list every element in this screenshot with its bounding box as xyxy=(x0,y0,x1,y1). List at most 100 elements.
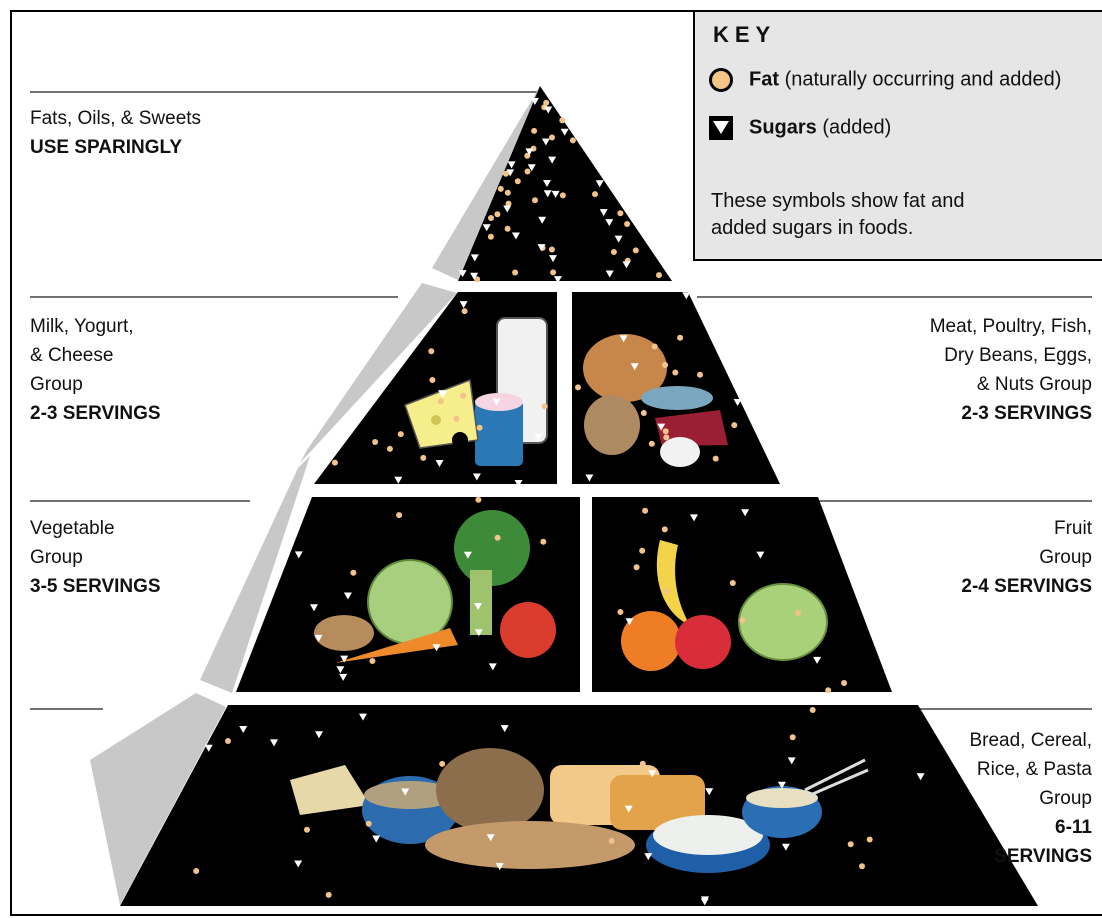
sugar-triangle xyxy=(527,164,536,172)
milk-group-name: Milk, Yogurt, & Cheese Group xyxy=(30,316,134,395)
sugar-triangle xyxy=(595,180,604,188)
fat-dot xyxy=(504,225,511,232)
sugar-triangle xyxy=(599,209,608,217)
fat-dot xyxy=(640,410,647,416)
fat-dot xyxy=(225,738,231,744)
sugar-triangle xyxy=(500,725,509,733)
sugar-triangle xyxy=(543,180,551,187)
key-row-fat: Fat (naturally occurring and added) xyxy=(709,68,1061,92)
fat-dot xyxy=(617,609,624,615)
fat-dot xyxy=(429,377,436,383)
sugar-triangle xyxy=(343,592,352,600)
fat-dot xyxy=(847,841,854,848)
sugar-triangle xyxy=(294,551,303,559)
fat-dot xyxy=(661,526,668,533)
fat-dot xyxy=(193,868,200,874)
sugar-triangle xyxy=(549,255,557,263)
sugar-triangle xyxy=(525,148,534,156)
fat-dot xyxy=(608,838,615,844)
sugar-triangle xyxy=(534,433,543,441)
fat-dot xyxy=(648,440,655,447)
fat-dot xyxy=(397,431,404,438)
fat-dot xyxy=(662,362,669,368)
sugar-triangle xyxy=(690,514,698,522)
fat-dot xyxy=(325,891,332,898)
fat-dot xyxy=(453,415,460,422)
fat-dot xyxy=(460,392,467,399)
sugar-triangle xyxy=(314,634,323,642)
label-fats-oils-sweets: Fats, Oils, & Sweets USE SPARINGLY xyxy=(30,104,201,162)
sugar-triangle xyxy=(777,781,786,789)
sugar-triangle xyxy=(551,190,560,198)
pyramid-side-top xyxy=(432,86,540,280)
sugar-triangle xyxy=(733,399,742,406)
sugar-triangle xyxy=(701,896,709,904)
fat-dot xyxy=(365,820,372,827)
sugar-triangle xyxy=(474,629,483,637)
fat-dot xyxy=(532,197,538,204)
key-sugars-detail: (added) xyxy=(822,116,892,139)
fat-dot xyxy=(809,707,816,713)
sugar-triangle xyxy=(530,98,539,105)
sugar-triangle xyxy=(472,473,481,481)
fat-dot xyxy=(531,127,538,134)
sugar-triangle xyxy=(459,301,468,309)
sugar-triangle xyxy=(503,205,512,213)
sugar-triangle xyxy=(781,843,790,851)
fat-dot xyxy=(502,170,509,177)
key-title: KEY xyxy=(713,22,777,47)
fat-dot xyxy=(304,826,310,833)
sugar-triangle xyxy=(463,551,472,559)
sugar-triangle xyxy=(470,272,479,280)
sugar-triangle xyxy=(495,863,504,871)
fat-dot xyxy=(624,221,631,227)
bread-illustration xyxy=(290,748,869,873)
fat-dot xyxy=(505,200,512,207)
sugar-triangle xyxy=(486,834,495,842)
sugar-triangle xyxy=(630,363,639,371)
sugar-triangle xyxy=(544,106,553,114)
fat-dot xyxy=(639,760,646,767)
fat-dot xyxy=(548,246,555,253)
fat-dot xyxy=(677,334,684,341)
fat-dot xyxy=(386,445,393,452)
fat-dot xyxy=(866,836,873,843)
fat-dot xyxy=(795,610,801,616)
vegetable-group-name: Vegetable Group xyxy=(30,518,115,568)
sugar-triangle xyxy=(541,138,550,146)
sugar-triangle xyxy=(339,673,348,681)
sugar-triangle xyxy=(619,335,628,343)
sugar-triangle xyxy=(336,666,345,674)
fat-dot xyxy=(656,272,662,279)
sugar-triangle xyxy=(553,276,562,284)
sugar-triangle xyxy=(482,224,491,232)
label-vegetable-group: Vegetable Group 3-5 SERVINGS xyxy=(30,514,161,601)
sugar-triangle xyxy=(916,773,925,781)
fat-dot xyxy=(350,569,357,576)
fat-dot xyxy=(729,580,736,586)
fat-dot xyxy=(825,687,832,694)
fat-dot xyxy=(494,534,501,541)
sugar-triangle xyxy=(705,788,714,796)
key-sugars-name: Sugars xyxy=(749,116,817,139)
fats-group-name: Fats, Oils, & Sweets xyxy=(30,108,202,129)
fats-group-servings: USE SPARINGLY xyxy=(30,137,183,158)
sugar-triangle xyxy=(741,509,750,517)
sugar-triangle xyxy=(506,169,515,177)
fat-dot xyxy=(697,371,703,378)
sugar-triangle xyxy=(605,270,614,278)
sugar-triangle xyxy=(270,739,278,747)
fat-dot xyxy=(559,117,566,124)
sugar-triangle xyxy=(435,460,444,467)
fat-dot xyxy=(541,403,548,410)
fat-dot xyxy=(549,134,555,141)
label-meat-group: Meat, Poultry, Fish, Dry Beans, Eggs, & … xyxy=(930,312,1092,428)
fat-dot xyxy=(540,538,547,545)
key-fat-name: Fat xyxy=(749,68,779,91)
fat-dot xyxy=(651,343,658,350)
meat-group-name: Meat, Poultry, Fish, Dry Beans, Eggs, & … xyxy=(929,316,1092,395)
vegetable-illustration xyxy=(314,510,556,663)
fat-dot xyxy=(396,512,403,519)
fat-dot xyxy=(476,424,483,431)
sugar-triangle xyxy=(294,860,303,868)
